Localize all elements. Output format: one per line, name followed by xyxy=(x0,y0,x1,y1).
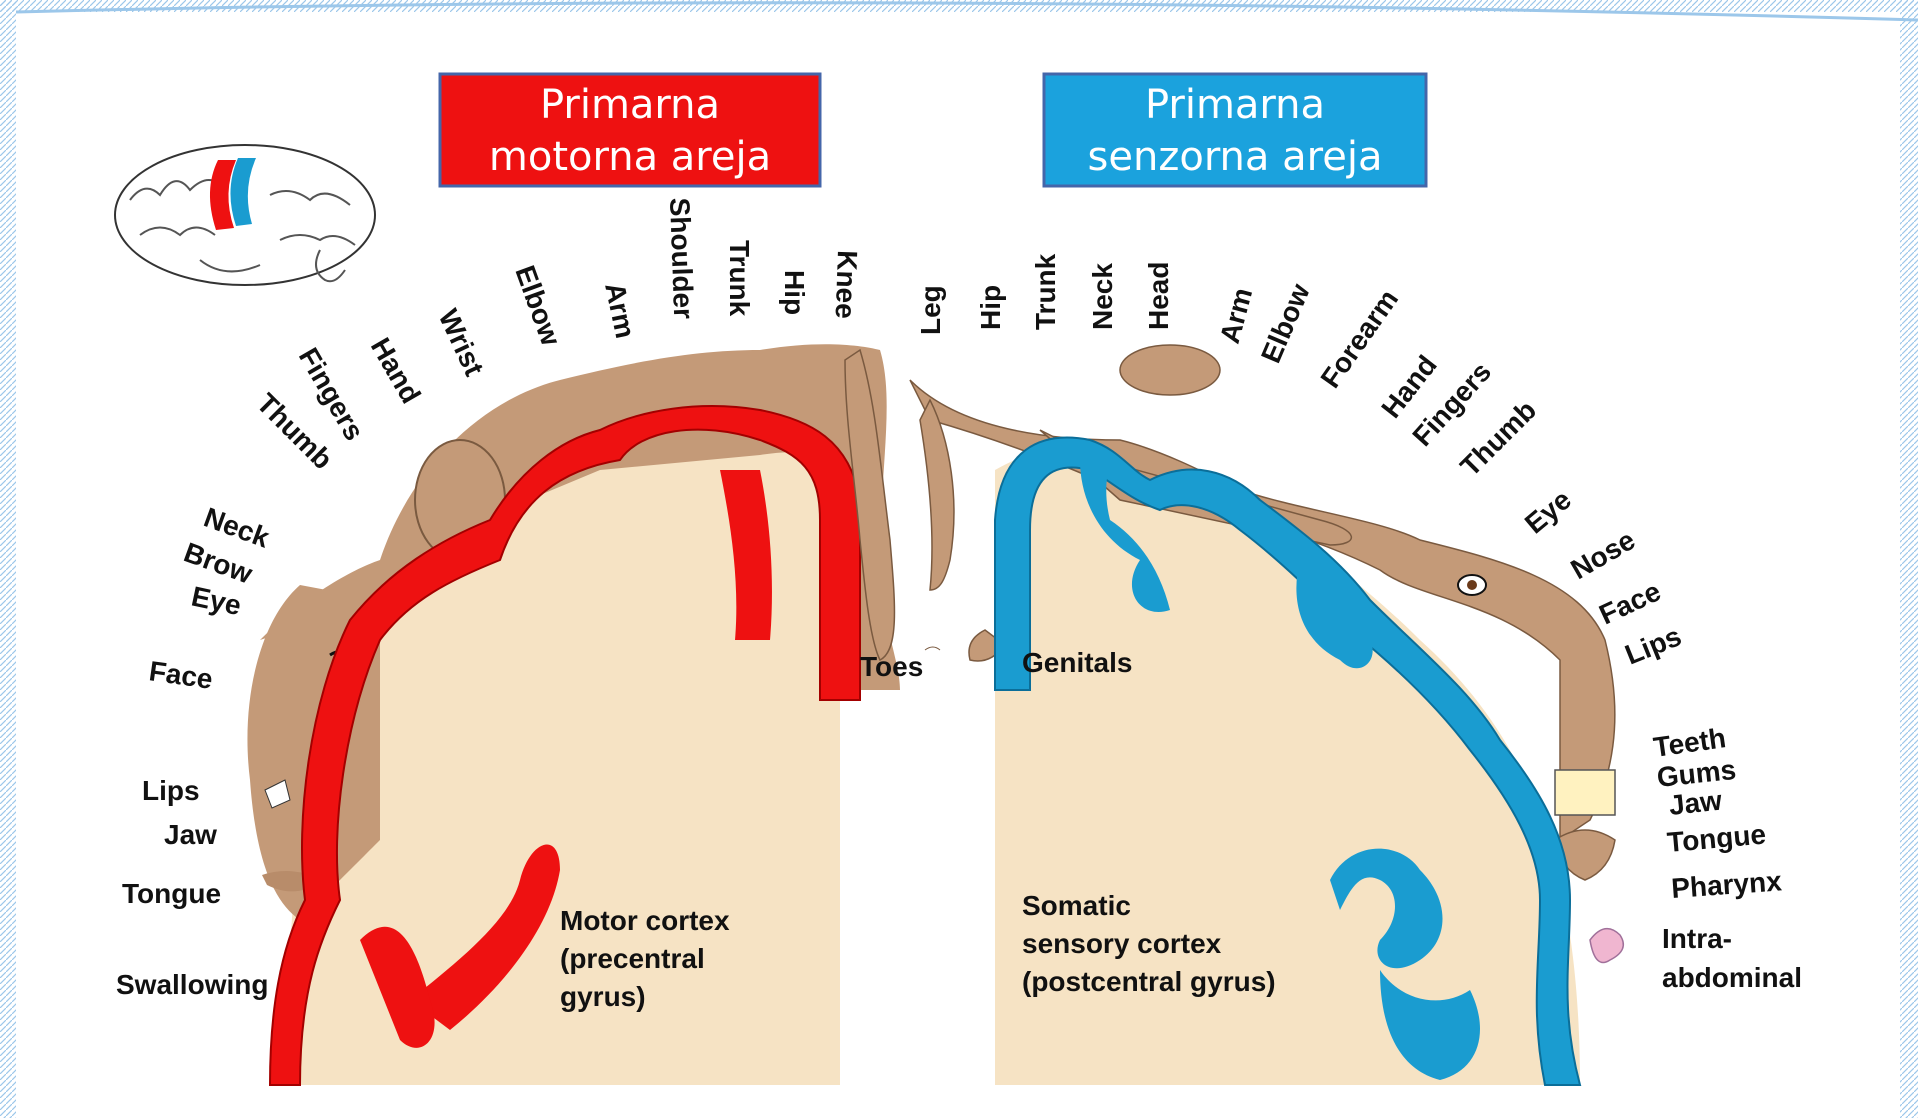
motor-hemisphere: Motor cortex (precentral gyrus) xyxy=(247,344,940,1085)
label-tongue-sensory: Tongue xyxy=(1666,818,1767,858)
label-tongue: Tongue xyxy=(122,878,221,909)
label-hip-sensory: Hip xyxy=(975,285,1006,330)
motor-caption-line1: Motor cortex xyxy=(560,905,730,936)
label-abdominal: abdominal xyxy=(1662,962,1802,993)
label-face: Face xyxy=(147,655,215,695)
label-hand: Hand xyxy=(365,333,427,409)
label-wrist: Wrist xyxy=(433,304,490,380)
label-pharynx: Pharynx xyxy=(1670,865,1783,904)
motor-caption-line3: gyrus) xyxy=(560,981,646,1012)
sensory-caption-line1: Somatic xyxy=(1022,890,1131,921)
motor-title-line1: Primarna xyxy=(540,82,720,128)
label-toes: Toes xyxy=(860,651,923,682)
label-arm: Arm xyxy=(599,280,641,341)
sensory-title-line2: senzorna areja xyxy=(1088,134,1383,180)
label-trunk-sensory: Trunk xyxy=(1030,253,1061,330)
label-trunk: Trunk xyxy=(724,240,755,317)
label-genitals: Genitals xyxy=(1022,647,1132,678)
sensory-title-box: Primarna senzorna areja xyxy=(1044,74,1426,186)
sensory-caption-line2: sensory cortex xyxy=(1022,928,1222,959)
brain-icon xyxy=(115,145,375,285)
label-arm-sensory: Arm xyxy=(1214,284,1258,346)
label-eye-sensory: Eye xyxy=(1519,484,1577,540)
sensory-hemisphere: Somatic sensory cortex (postcentral gyru… xyxy=(910,345,1623,1085)
label-face-sensory: Face xyxy=(1594,575,1665,630)
label-leg: Leg xyxy=(915,285,946,335)
label-intra: Intra- xyxy=(1662,923,1732,954)
label-swallowing: Swallowing xyxy=(116,969,268,1000)
sensory-title-line1: Primarna xyxy=(1145,82,1325,128)
label-jaw: Jaw xyxy=(164,819,217,850)
label-nose: Nose xyxy=(1566,524,1641,585)
label-shoulder: Shoulder xyxy=(664,197,699,319)
motor-title-line2: motorna areja xyxy=(489,134,771,180)
label-jaw-sensory: Jaw xyxy=(1667,785,1723,821)
label-lips: Lips xyxy=(142,775,200,806)
label-neck-sensory: Neck xyxy=(1087,263,1118,330)
motor-title-box: Primarna motorna areja xyxy=(440,74,820,186)
label-hip: Hip xyxy=(779,270,810,315)
sensory-caption-line3: (postcentral gyrus) xyxy=(1022,966,1276,997)
label-knee: Knee xyxy=(830,250,863,320)
label-elbow-sensory: Elbow xyxy=(1255,279,1316,367)
label-lips-sensory: Lips xyxy=(1621,620,1686,670)
motor-caption-line2: (precentral xyxy=(560,943,705,974)
label-head: Head xyxy=(1143,262,1174,330)
label-elbow: Elbow xyxy=(509,261,566,349)
label-forearm: Forearm xyxy=(1315,284,1405,394)
label-eye: Eye xyxy=(189,581,244,622)
